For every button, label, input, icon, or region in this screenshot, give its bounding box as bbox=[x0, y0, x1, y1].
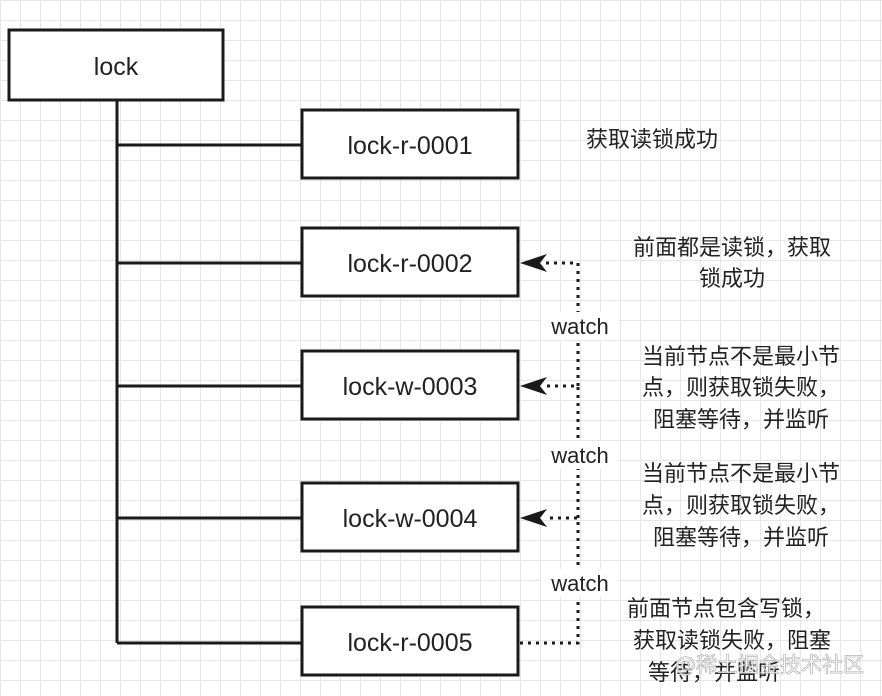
note-5-line-2: 获取读锁失败，阻塞 bbox=[633, 629, 831, 654]
root-node-label: lock bbox=[94, 53, 139, 81]
watch-connector-4-to-3 bbox=[545, 384, 580, 518]
arrowhead-icon bbox=[520, 377, 547, 395]
node-4-label: lock-w-0004 bbox=[343, 505, 478, 533]
node-2 bbox=[300, 226, 520, 298]
root-node bbox=[7, 28, 225, 102]
note-2-line-1: 前面都是读锁，获取 bbox=[633, 236, 831, 261]
watch-label-3: watch bbox=[550, 571, 608, 596]
note-2-line-2: 锁成功 bbox=[699, 267, 765, 292]
arrowhead-icon bbox=[520, 509, 547, 527]
watch-label-1: watch bbox=[550, 314, 608, 339]
watch-connector-3-to-2 bbox=[545, 261, 580, 386]
node-3-label: lock-w-0003 bbox=[343, 373, 478, 401]
note-4-line-3: 阻塞等待，并监听 bbox=[653, 526, 829, 551]
node-5 bbox=[300, 605, 520, 677]
node-5-label: lock-r-0005 bbox=[347, 629, 472, 657]
node-1 bbox=[300, 108, 520, 180]
watch-label-bg bbox=[541, 312, 619, 340]
note-1-line-1: 获取读锁成功 bbox=[586, 128, 718, 153]
watermark: @稀土掘金技术社区 bbox=[675, 653, 864, 677]
note-3-line-1: 当前节点不是最小节 bbox=[642, 345, 840, 370]
arrowhead-icon bbox=[520, 254, 547, 272]
node-2-label: lock-r-0002 bbox=[347, 250, 472, 278]
node-3 bbox=[300, 349, 520, 421]
node-4 bbox=[300, 481, 520, 553]
watch-label-bg bbox=[541, 441, 619, 469]
note-4-line-1: 当前节点不是最小节 bbox=[642, 462, 840, 487]
note-3-line-3: 阻塞等待，并监听 bbox=[653, 408, 829, 433]
note-3-line-2: 点，则获取锁失败， bbox=[642, 376, 840, 401]
note-5-line-3: 等待，并监听 bbox=[648, 661, 780, 686]
watch-label-2: watch bbox=[550, 443, 608, 468]
note-5-line-1: 前面节点包含写锁， bbox=[627, 597, 825, 622]
note-4-line-2: 点，则获取锁失败， bbox=[642, 494, 840, 519]
watch-label-bg bbox=[541, 569, 619, 597]
node-1-label: lock-r-0001 bbox=[347, 132, 472, 160]
